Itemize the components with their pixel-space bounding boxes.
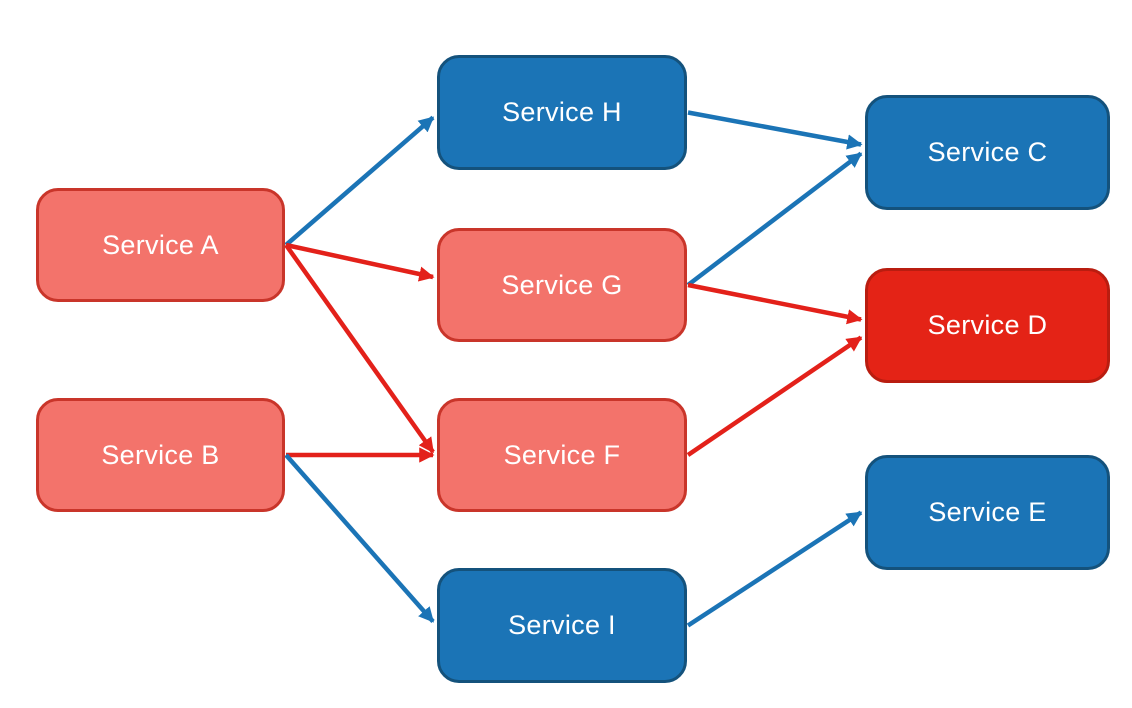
node-label: Service B	[101, 439, 220, 470]
node-label: Service H	[502, 97, 622, 127]
node-service-c[interactable]: Service C	[865, 95, 1110, 210]
node-label: Service G	[501, 269, 623, 300]
edge-service-a-to-service-g	[285, 242, 435, 282]
node-label: Service C	[927, 137, 1048, 167]
node-service-d[interactable]: Service D	[865, 268, 1110, 383]
node-service-a[interactable]: Service A	[36, 188, 285, 302]
edge-service-b-to-service-i	[284, 453, 435, 623]
node-service-f[interactable]: Service F	[437, 398, 687, 512]
node-label: Service I	[508, 610, 616, 640]
node-label: Service D	[927, 310, 1048, 340]
edge-service-g-to-service-d	[687, 282, 863, 325]
edge-service-h-to-service-c	[687, 110, 863, 150]
node-service-h[interactable]: Service H	[437, 55, 687, 170]
edge-service-i-to-service-e	[686, 510, 863, 628]
node-service-g[interactable]: Service G	[437, 228, 687, 342]
node-service-e[interactable]: Service E	[865, 455, 1110, 570]
edge-service-f-to-service-d	[686, 335, 863, 457]
node-label: Service A	[102, 229, 219, 260]
node-label: Service E	[928, 497, 1047, 527]
node-service-i[interactable]: Service I	[437, 568, 687, 683]
edge-service-a-to-service-h	[284, 115, 435, 247]
edge-service-g-to-service-c	[686, 151, 863, 287]
edge-service-a-to-service-f	[284, 243, 435, 454]
node-label: Service F	[503, 439, 621, 470]
node-service-b[interactable]: Service B	[36, 398, 285, 512]
